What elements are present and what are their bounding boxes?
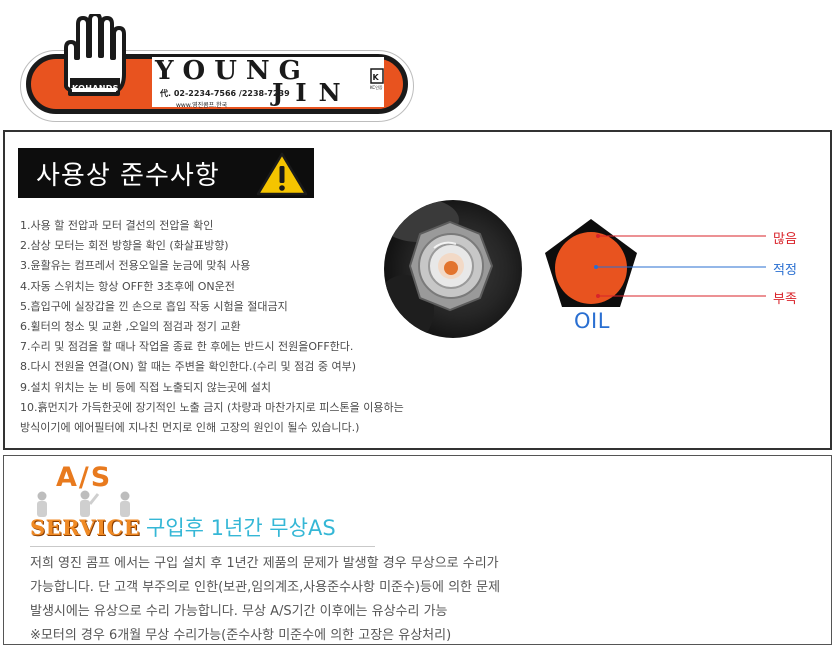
as-text-line: 발생시에는 유상으로 수리 가능합니다. 무상 A/S기간 이후에는 유상수리 … (30, 604, 448, 619)
warning-icon (256, 152, 308, 196)
oil-label: OIL (574, 309, 610, 333)
rule-item: 3.윤활유는 컴프레서 전용오일을 눈금에 맞춰 사용 (20, 259, 251, 272)
as-text-line: 가능합니다. 단 고객 부주의로 인한(보관,임의계조,사용준수사항 미준수)등… (30, 580, 501, 595)
website: www.영진콤프.한국 (176, 102, 228, 109)
rule-item: 8.다시 전원을 연결(ON) 할 때는 주변을 확인한다.(수리 및 점검 중… (20, 360, 357, 373)
kohands-label: KOHANDS (72, 84, 119, 93)
oil-level-gauge (545, 219, 766, 307)
rule-item: 10.흙먼지가 가득한곳에 장기적인 노출 금지 (차량과 마찬가지로 피스톤을… (20, 401, 404, 414)
rule-item: 6.휠터의 청소 및 교환 ,오일의 점검과 정기 교환 (20, 320, 241, 333)
rule-item: 7.수리 및 점검을 할 때나 작업을 종료 한 후에는 반드시 전원을OFF한… (20, 340, 354, 353)
service-people-icon (37, 490, 130, 517)
brand-jin: JIN (272, 78, 353, 107)
svg-text:K: K (373, 73, 380, 82)
service-badge-text: SERVICE (30, 515, 141, 540)
oil-low-label: 부족 (773, 292, 797, 307)
kc-certification-icon: K KC인증 (370, 68, 384, 90)
phone-number: 代. 02-2234-7566 /2238-7239 (160, 89, 290, 98)
as-divider (30, 546, 375, 547)
rule-item: 4.자동 스위치는 항상 OFF한 3초후에 ON운전 (20, 280, 235, 293)
brand-young: YOUNG (155, 56, 310, 86)
sight-glass-icon (384, 200, 494, 338)
oil-sight-glass-photo (384, 200, 522, 338)
rule-item: 2.삼상 모터는 회전 방향을 확인 (화살표방향) (20, 239, 229, 252)
as-badge-text: A/S (56, 462, 113, 493)
as-text-line: 저희 영진 콤프 에서는 구입 설치 후 1년간 제품의 문제가 발생할 경우 … (30, 556, 499, 571)
rule-item: 방식이기에 에어필터에 지나친 먼지로 인해 고장의 원인이 될수 있습니다.) (20, 421, 360, 434)
rule-item: 9.설치 위치는 눈 비 등에 직접 노출되지 않는곳에 설치 (20, 381, 271, 394)
oil-high-label: 많음 (773, 232, 797, 247)
rule-item: 1.사용 할 전압과 모터 결선의 전압을 확인 (20, 219, 214, 232)
hand-logo-icon (64, 14, 126, 96)
usage-title: 사용상 준수사항 (36, 161, 220, 191)
oil-ok-label: 적정 (773, 263, 797, 278)
brand-name-box (152, 57, 384, 107)
kc-caption: KC인증 (370, 84, 383, 90)
as-heading: 구입후 1년간 무상AS (146, 516, 336, 540)
as-panel (3, 455, 832, 645)
as-text-line: ※모터의 경우 6개월 무상 수리가능(준수사항 미준수에 의한 고장은 유상처… (30, 628, 452, 643)
rule-item: 5.흡입구에 실장갑을 낀 손으로 흡입 작동 시험을 절대금지 (20, 300, 288, 313)
